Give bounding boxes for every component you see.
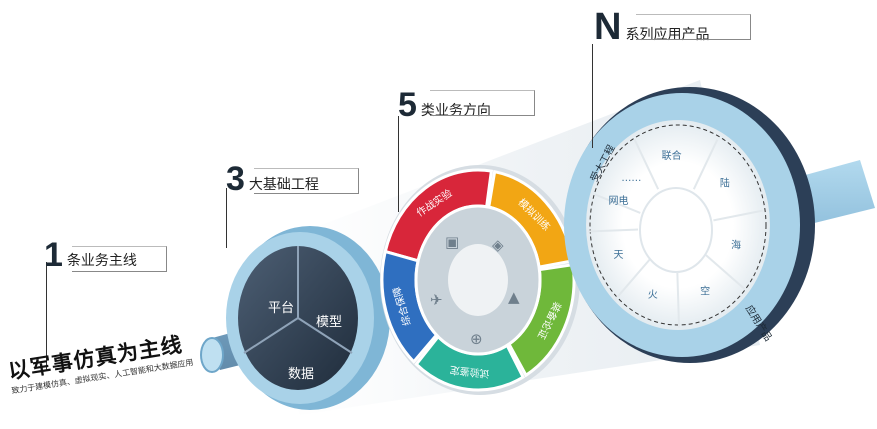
ring3-divider — [297, 317, 353, 354]
ring-n-inner-label: 火 — [648, 289, 658, 301]
callout-3-leader — [226, 188, 235, 248]
callout-1-label: 条业务主线 — [66, 253, 137, 269]
ring-n-spoke — [633, 139, 660, 190]
callout-3: 3 大基础工程 — [226, 162, 325, 196]
callout-1-box — [72, 246, 167, 272]
callout-1-leader — [46, 262, 55, 370]
ring-n-inner-label: 天 — [614, 250, 624, 261]
ring-n-spoke — [592, 192, 641, 214]
ring3-segment-label: 数据 — [288, 367, 314, 382]
tube-end — [200, 337, 224, 373]
ring-5-directions: 作战实验模拟训练装备论证试验鉴定综合保障 ▣ ◈ ▲ ⊕ ✈ — [380, 165, 580, 395]
callout-n-leader — [592, 44, 601, 148]
callout-n-box — [636, 14, 751, 40]
ring-n-inner-label: 联合 — [662, 149, 682, 162]
ring5-inner-icon: ▲ — [508, 288, 520, 306]
ring3-segment-label: 平台 — [268, 301, 294, 316]
ring-n-inner-label: 海 — [731, 238, 741, 251]
ring-n-spoke — [614, 258, 651, 301]
callout-1: 1 条业务主线 — [44, 238, 143, 272]
callout-5-box — [430, 90, 535, 116]
callout-3-label: 大基础工程 — [248, 177, 319, 193]
ring3-divider — [243, 317, 299, 354]
ring5-segment-label: 试验鉴定 — [449, 363, 490, 380]
ring-n-spoke — [705, 254, 747, 291]
ring-n-spoke — [676, 271, 681, 328]
ring3-segment-label: 模型 — [316, 315, 342, 330]
ring-n-spoke — [713, 209, 763, 222]
ring5-inner-icon: ⊕ — [470, 330, 483, 348]
ring-n-inner-label: 空 — [700, 285, 710, 298]
callout-5-leader — [398, 116, 407, 212]
ring5-hub — [448, 244, 508, 316]
callout-1-number: 1 — [44, 236, 63, 274]
callout-3-box — [254, 168, 359, 194]
ring-n-spoke — [588, 228, 639, 233]
ring-n-inner-label: …… — [621, 173, 641, 184]
ring5-inner-icon: ✈ — [430, 291, 443, 309]
callout-3-number: 3 — [226, 160, 245, 198]
ring-n-inner-label: 网电 — [609, 194, 629, 207]
ring-n-inner-label: 陆 — [720, 177, 730, 190]
ring-3-foundation: 平台 模型 数据 — [226, 226, 390, 410]
ring-n-spoke — [692, 139, 719, 190]
ring-n-hub — [639, 187, 713, 273]
callout-n-number: N — [594, 6, 622, 48]
ring5-inner-icon: ▣ — [445, 233, 459, 251]
callout-n: N 系列应用产品 — [594, 8, 715, 46]
ring5-inner-icon: ◈ — [492, 236, 504, 254]
callout-5-number: 5 — [398, 86, 417, 124]
